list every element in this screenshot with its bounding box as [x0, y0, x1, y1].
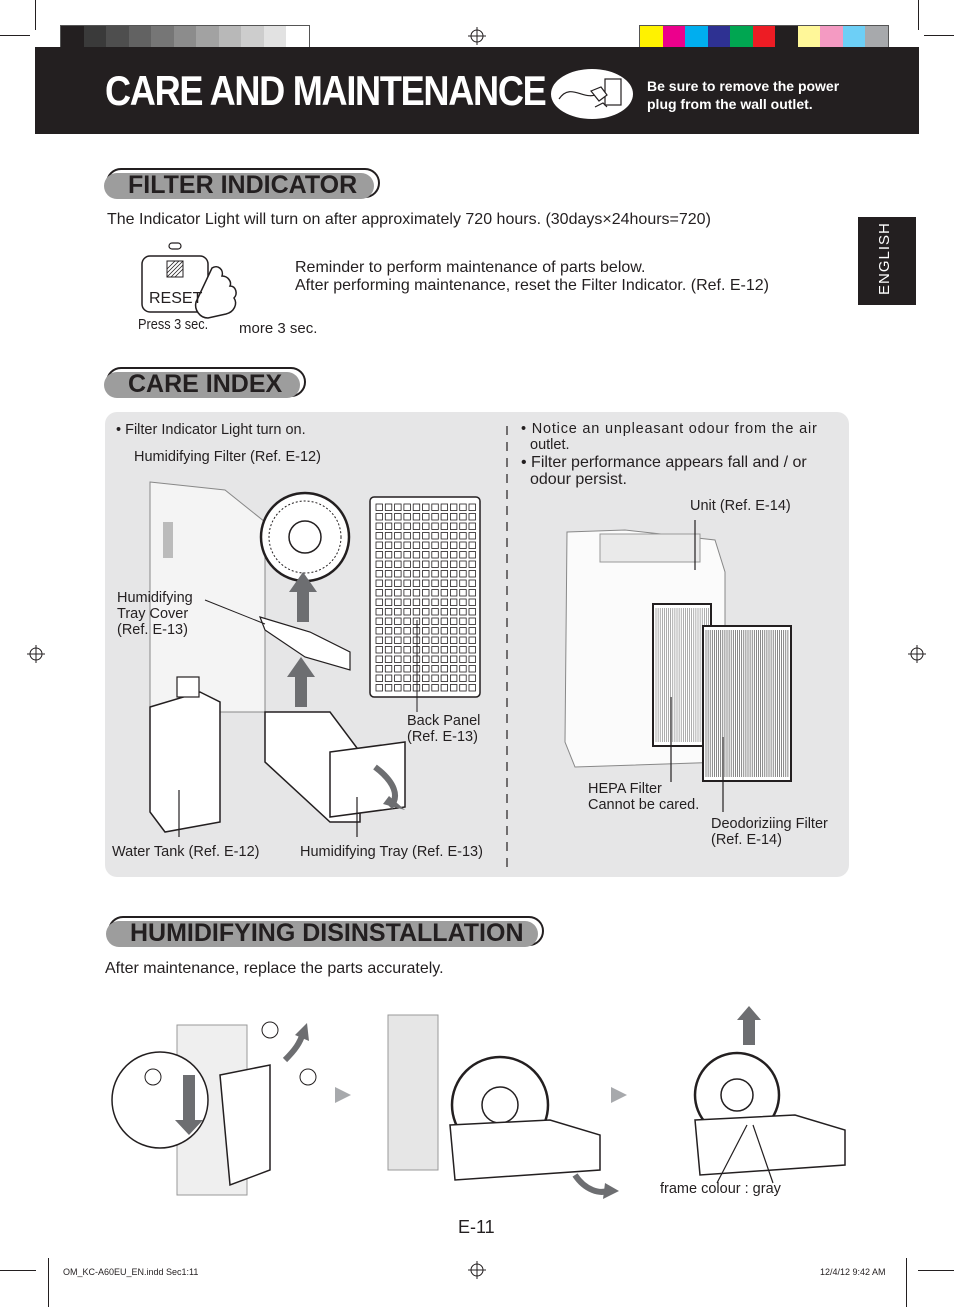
press-label: Press 3 sec. — [138, 316, 209, 333]
filter-indicator-intro: The Indicator Light will turn on after a… — [107, 211, 711, 228]
color-swatch — [263, 26, 286, 48]
tray-cover-label-1: Humidifying — [117, 590, 193, 606]
color-swatch — [61, 26, 84, 48]
header-band: CARE AND MAINTENANCE Be sure to remove t… — [35, 47, 919, 134]
color-swatch — [820, 26, 843, 48]
left-bullet: • Filter Indicator Light turn on. — [116, 422, 306, 438]
color-swatch — [797, 26, 820, 48]
crop-mark — [906, 1258, 907, 1307]
crop-mark — [918, 1270, 954, 1271]
language-tab: ENGLISH — [858, 217, 916, 305]
crop-mark — [0, 35, 30, 36]
registration-mark — [468, 1261, 486, 1279]
color-swatch — [128, 26, 151, 48]
plug-icon — [558, 78, 622, 108]
reset-button-label: RESET — [149, 290, 203, 307]
filter-indicator-heading: FILTER INDICATOR — [104, 168, 380, 199]
tray-cover-label-3: (Ref. E-13) — [117, 622, 188, 638]
color-swatch — [685, 26, 708, 48]
color-swatch — [218, 26, 241, 48]
tray-cover-label-2: Tray Cover — [117, 606, 189, 622]
crop-mark — [35, 0, 36, 30]
humidifying-filter-label: Humidifying Filter (Ref. E-12) — [134, 449, 321, 465]
reset-button-illustration — [137, 240, 257, 335]
language-tab-label: ENGLISH — [876, 222, 893, 295]
color-swatch — [865, 26, 888, 48]
color-swatch — [640, 26, 663, 48]
color-swatch — [196, 26, 219, 48]
color-swatch — [151, 26, 174, 48]
page-title: CARE AND MAINTENANCE — [105, 67, 547, 114]
color-swatch — [106, 26, 129, 48]
timestamp: 12/4/12 9:42 AM — [820, 1267, 886, 1277]
reminder-line-1: Reminder to perform maintenance of parts… — [295, 259, 646, 276]
care-index-panel — [105, 412, 849, 877]
page-number: E-11 — [458, 1217, 495, 1237]
hepa-label-1: HEPA Filter — [588, 781, 662, 797]
color-swatch — [83, 26, 106, 48]
humidifying-tray-label: Humidifying Tray (Ref. E-13) — [300, 844, 483, 860]
color-swatch — [842, 26, 865, 48]
deodorizing-label-2: (Ref. E-14) — [711, 832, 782, 848]
color-swatch — [286, 26, 309, 48]
registration-mark — [27, 645, 45, 663]
header-warning: Be sure to remove the power plug from th… — [647, 78, 840, 112]
frame-colour-note: frame colour : gray — [660, 1181, 781, 1197]
color-bar — [639, 25, 889, 49]
registration-mark — [468, 27, 486, 45]
crop-mark — [924, 35, 954, 36]
hepa-label-2: Cannot be cared. — [588, 797, 700, 813]
more-label: more 3 sec. — [239, 320, 318, 337]
color-swatch — [752, 26, 775, 48]
deodorizing-label-1: Deodoriziing Filter — [711, 816, 828, 832]
right-bullet-1-line-2: outlet. — [530, 437, 570, 453]
color-swatch — [707, 26, 730, 48]
disinstallation-intro: After maintenance, replace the parts acc… — [105, 960, 444, 977]
disinstallation-heading: HUMIDIFYING DISINSTALLATION — [106, 916, 544, 947]
care-index-heading: CARE INDEX — [104, 367, 306, 398]
file-info: OM_KC-A60EU_EN.indd Sec1:11 — [63, 1267, 199, 1277]
color-swatch — [173, 26, 196, 48]
right-bullet-2-line-1: • Filter performance appears fall and / … — [521, 454, 807, 471]
unit-label: Unit (Ref. E-14) — [690, 498, 791, 514]
right-bullet-1-line-1: • Notice an unpleasant odour from the ai… — [521, 421, 818, 437]
crop-mark — [918, 0, 919, 30]
registration-mark — [908, 645, 926, 663]
color-swatch — [730, 26, 753, 48]
color-swatch — [241, 26, 264, 48]
reminder-line-2: After performing maintenance, reset the … — [295, 277, 769, 294]
crop-mark — [0, 1270, 36, 1271]
color-swatch — [662, 26, 685, 48]
back-panel-label-1: Back Panel — [407, 713, 481, 729]
color-swatch — [775, 26, 798, 48]
unplug-illustration — [551, 69, 633, 119]
back-panel-label-2: (Ref. E-13) — [407, 729, 478, 745]
care-index-diagram — [149, 426, 792, 867]
gray-color-bar — [60, 25, 310, 49]
crop-mark — [48, 1258, 49, 1307]
water-tank-label: Water Tank (Ref. E-12) — [112, 844, 260, 860]
right-bullet-2-line-2: odour persist. — [530, 471, 627, 488]
disinstallation-steps — [105, 995, 865, 1210]
